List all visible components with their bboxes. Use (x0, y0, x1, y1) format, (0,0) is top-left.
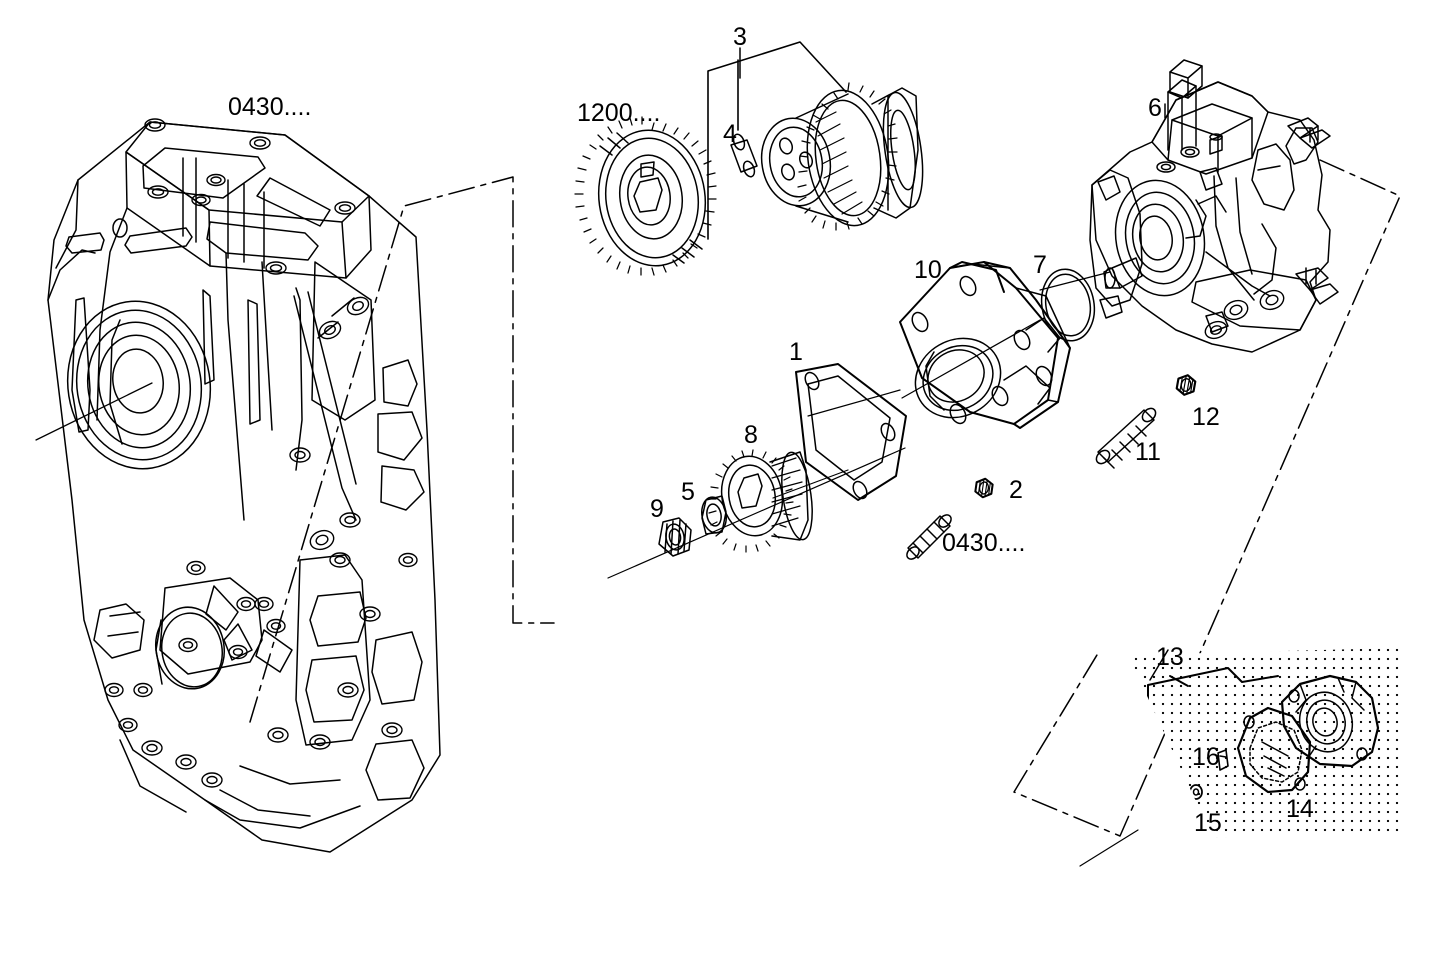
group-boundary-polygon (249, 159, 1401, 837)
callout-item-16: 16 (1192, 743, 1220, 771)
callout-item-6: 6 (1148, 94, 1162, 122)
callout-item-13: 13 (1156, 643, 1184, 671)
drive-gear (708, 449, 849, 553)
stud-bolt-11 (1095, 407, 1157, 469)
callout-item-10: 10 (914, 256, 942, 284)
stud-bolt-lower (906, 514, 952, 560)
camshaft-gear (574, 116, 717, 276)
callout-item-5: 5 (681, 478, 695, 506)
gasket (795, 363, 907, 501)
timing-gear-housing (35, 118, 441, 853)
callout-item-1: 1 (789, 338, 803, 366)
pump-drive-gear-assembly (760, 82, 924, 231)
transfer-pump-body (1280, 674, 1380, 768)
callout-item-14: 14 (1286, 795, 1314, 823)
callout-0430-top: 0430.... (228, 93, 312, 121)
bearing-bracket (899, 261, 1071, 429)
callout-item-12: 12 (1192, 403, 1220, 431)
callout-item-2: 2 (1009, 476, 1023, 504)
hex-nut-2 (973, 476, 995, 500)
hex-nut-9 (658, 517, 692, 557)
dowel-pin (730, 133, 758, 178)
washer (701, 495, 727, 535)
callout-leaders (739, 47, 1169, 681)
callout-item-3: 3 (733, 23, 747, 51)
o-ring (1039, 268, 1111, 342)
callout-item-7: 7 (1033, 251, 1047, 279)
hex-nut-12 (1174, 372, 1198, 398)
callout-1200: 1200.... (577, 99, 661, 127)
item-3-bracket (707, 41, 847, 240)
callout-item-11: 11 (1135, 438, 1161, 466)
callout-item-4: 4 (723, 120, 737, 148)
callout-item-9: 9 (650, 495, 664, 523)
injection-pump (1089, 59, 1339, 353)
callout-0430-bottom: 0430.... (942, 529, 1026, 557)
callout-item-15: 15 (1194, 809, 1222, 837)
retaining-clip (1217, 749, 1229, 771)
callout-item-8: 8 (744, 421, 758, 449)
